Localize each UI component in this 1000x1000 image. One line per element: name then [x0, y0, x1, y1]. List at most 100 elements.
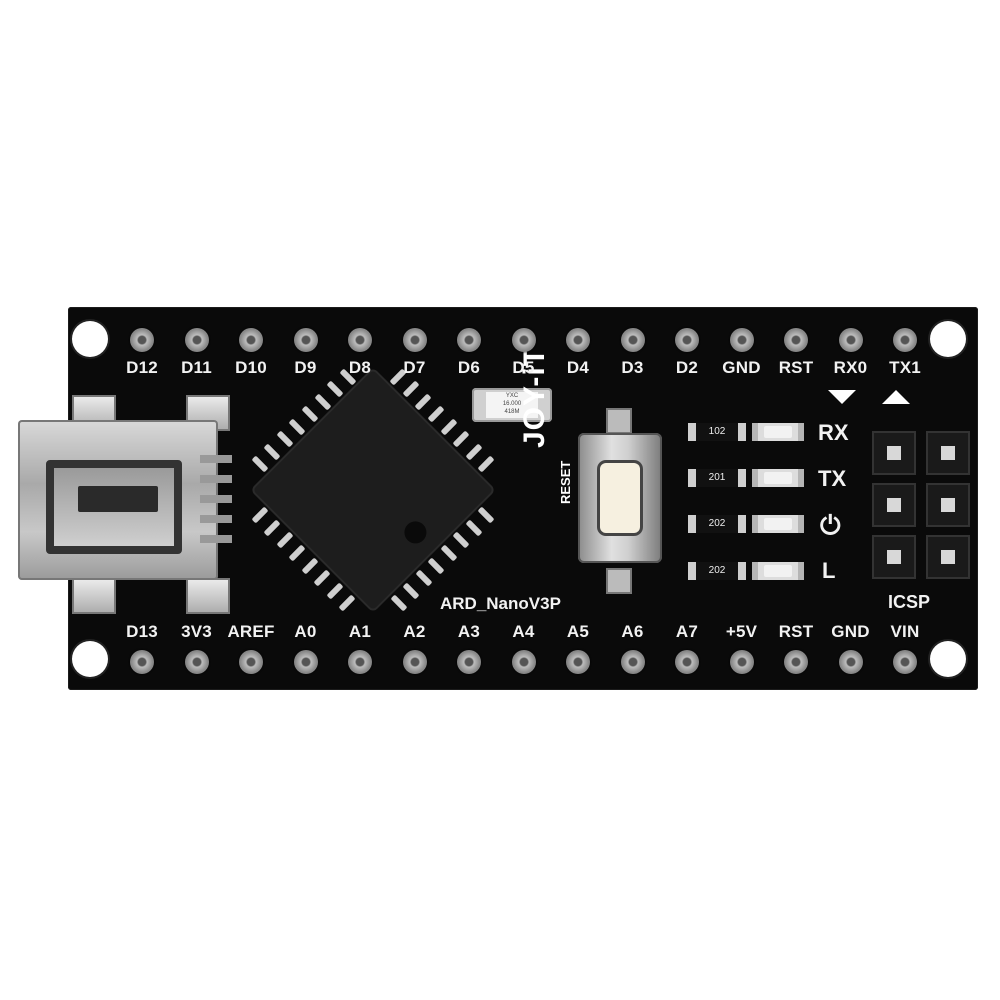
- usb-lead: [200, 455, 232, 463]
- pin-label: A7: [675, 622, 699, 641]
- pin-pad-d5: [511, 328, 536, 352]
- led-rx: [752, 423, 804, 441]
- pin-label: D9: [294, 358, 317, 377]
- usb-port-tongue: [78, 486, 158, 512]
- pin-pad-d12: [130, 328, 154, 352]
- pin-label: D13: [126, 622, 158, 641]
- pin-label: A0: [294, 622, 317, 641]
- led-tx: [752, 469, 804, 487]
- pin-pad-d13: [130, 650, 154, 674]
- pin-label: D7: [403, 358, 426, 377]
- pin-pad-gnd: [729, 328, 754, 352]
- pin-pad-a0: [293, 650, 318, 674]
- resistor: 201: [688, 469, 746, 487]
- pin-label: D11: [181, 358, 212, 377]
- pin-label: A6: [621, 622, 644, 641]
- pin-pad-d3: [620, 328, 645, 352]
- pin-pad-a6: [620, 650, 645, 674]
- pin-label: GND: [722, 358, 761, 377]
- pin-label: A1: [348, 622, 372, 641]
- usb-lead: [200, 495, 232, 503]
- crystal-line-2: 16.000: [502, 401, 522, 407]
- pin-label: D12: [126, 358, 158, 377]
- usb-mount-tab: [72, 578, 116, 614]
- pin-pad-rx0: [838, 328, 863, 352]
- reset-button[interactable]: [578, 433, 662, 563]
- pin-pad-d11: [184, 328, 209, 352]
- pin-pad-tx1: [893, 328, 917, 352]
- pin-pad-d6: [457, 328, 481, 352]
- pin-label: A2: [403, 622, 426, 641]
- arrow-down-icon: [828, 390, 856, 404]
- pin-pad-aref: [239, 650, 263, 674]
- led-l: [752, 562, 804, 580]
- led-power: [752, 515, 804, 533]
- pin-pad-d7: [402, 328, 427, 352]
- pin-pad-a2: [402, 650, 427, 674]
- pin-pad-3v3: [184, 650, 209, 674]
- pin-label: D5: [512, 358, 535, 377]
- usb-port-opening: [46, 460, 182, 554]
- usb-lead: [200, 515, 232, 523]
- pin-label: D2: [675, 358, 699, 377]
- crystal-line-1: YXC: [505, 393, 519, 399]
- pin-pad-d4: [566, 328, 590, 352]
- resistor: 202: [688, 515, 746, 533]
- arrow-up-icon: [882, 390, 910, 404]
- icsp-header: [868, 427, 978, 583]
- pin-pad-a4: [511, 650, 536, 674]
- mounting-hole: [930, 641, 966, 677]
- pin-pad-a7: [675, 650, 699, 674]
- pin-label: +5V: [725, 622, 758, 641]
- pin-label: D10: [235, 358, 267, 377]
- pin-label: D4: [566, 358, 590, 377]
- pin-pad-rst: [784, 650, 808, 674]
- pin-pad-d2: [675, 328, 699, 352]
- power-icon: ⏻: [820, 510, 841, 540]
- mini-usb-connector: [18, 420, 218, 580]
- reset-label: RESET: [558, 460, 573, 504]
- pin-pad-vin: [893, 650, 917, 674]
- pin-label: A4: [512, 622, 535, 641]
- pin-pad-d10: [239, 328, 263, 352]
- pin-pad-d8: [348, 328, 372, 352]
- pin-label: VIN: [890, 622, 920, 641]
- resistor: 102: [688, 423, 746, 441]
- pin-label: TX1: [889, 358, 921, 377]
- pin-pad-a1: [348, 650, 372, 674]
- mounting-hole: [72, 641, 108, 677]
- crystal-oscillator: YXC 16.000 418M: [472, 388, 552, 422]
- pin-label: AREF: [227, 622, 275, 641]
- resistor: 202: [688, 562, 746, 580]
- led-label-tx: TX: [818, 466, 847, 491]
- button-leg: [606, 408, 632, 434]
- pin-label: GND: [831, 622, 870, 641]
- usb-mount-tab: [186, 578, 230, 614]
- pin-label: D6: [457, 358, 481, 377]
- reset-button-cap[interactable]: [600, 463, 640, 533]
- pin-pad-a3: [457, 650, 481, 674]
- pin-label: A5: [566, 622, 590, 641]
- led-label-l: L: [822, 558, 836, 583]
- pin-pad-a5: [566, 650, 590, 674]
- led-label-rx: RX: [818, 420, 849, 445]
- pin-pad-rst: [784, 328, 808, 352]
- icsp-label: ICSP: [888, 592, 931, 612]
- pin-label: RST: [778, 622, 814, 641]
- button-leg: [606, 568, 632, 594]
- pin1-marker: [399, 516, 431, 548]
- pin-label: RX0: [833, 358, 868, 377]
- pin-pad-5v: [729, 650, 754, 674]
- usb-lead: [200, 535, 232, 543]
- pin-label: A3: [457, 622, 481, 641]
- pin-label: D3: [621, 358, 644, 377]
- pin-pad-d9: [293, 328, 318, 352]
- pin-label: RST: [778, 358, 814, 377]
- model-label: ARD_NanoV3P: [440, 594, 561, 613]
- mounting-hole: [930, 321, 966, 357]
- pin-label: D8: [348, 358, 372, 377]
- crystal-line-3: 418M: [504, 409, 520, 415]
- usb-lead: [200, 475, 232, 483]
- pin-label: 3V3: [181, 622, 212, 641]
- mounting-hole: [72, 321, 108, 357]
